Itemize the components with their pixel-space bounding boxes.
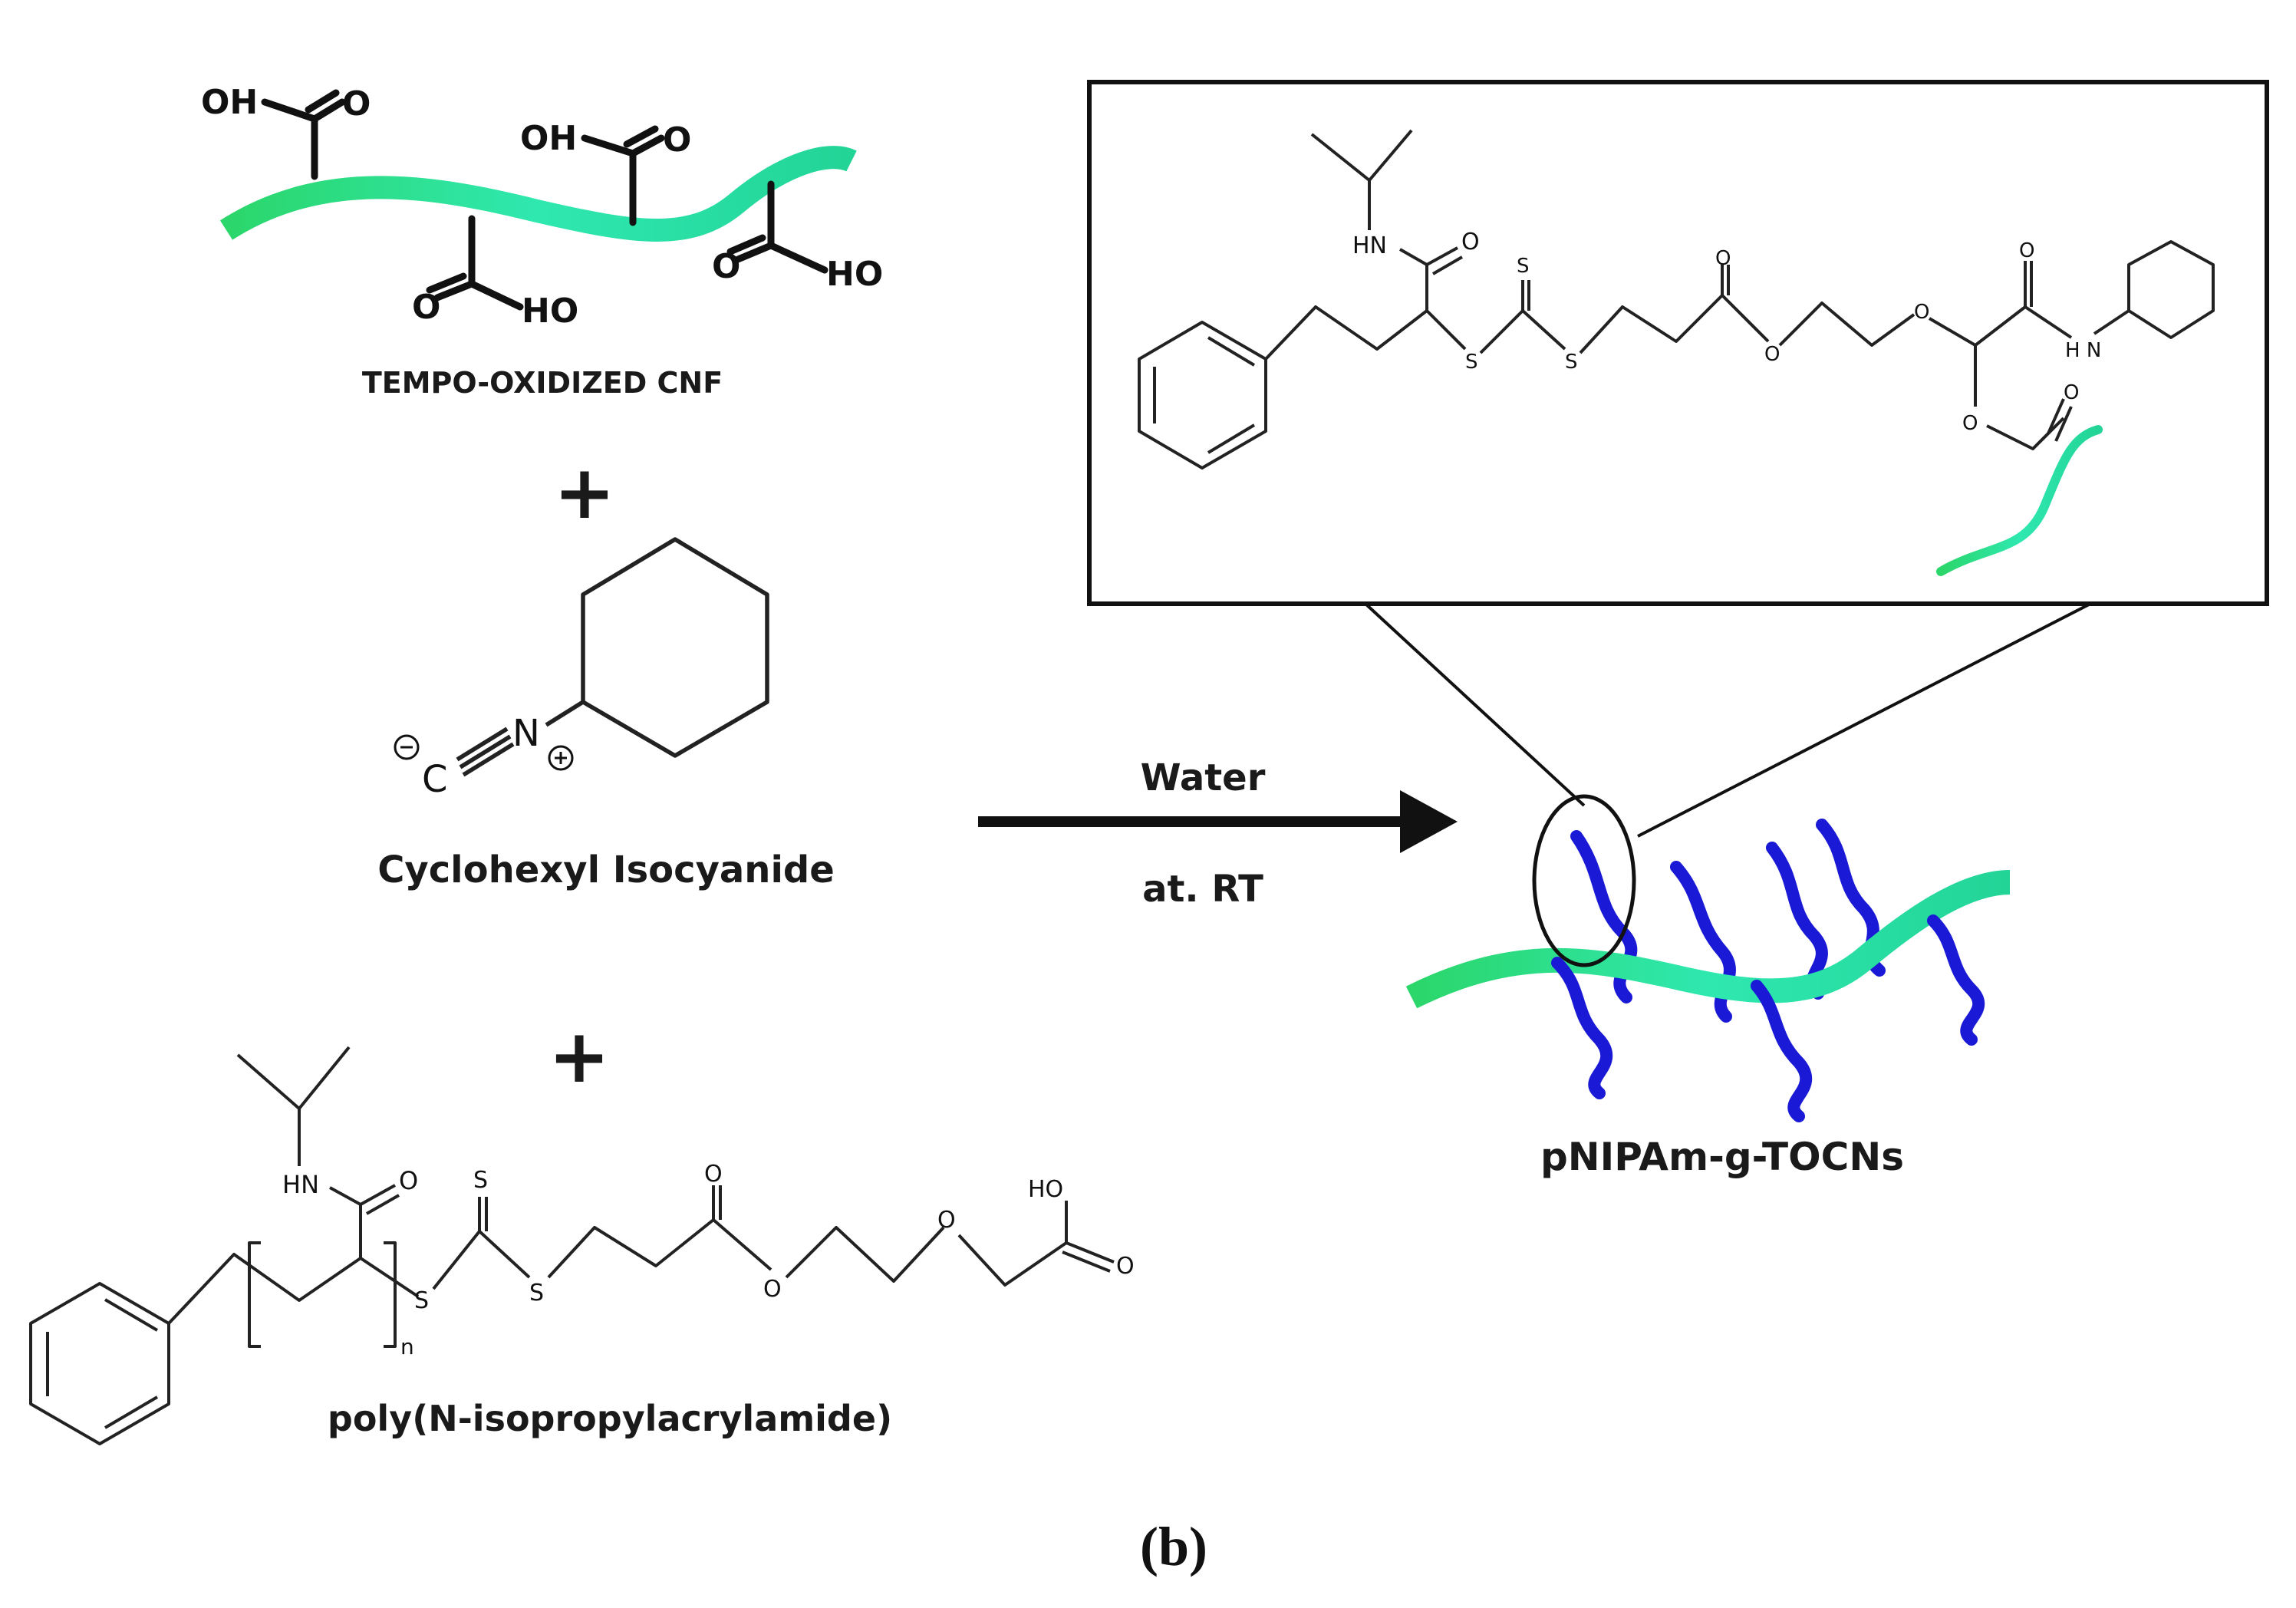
- grafted-chain: [1551, 957, 1613, 1099]
- svg-text:O: O: [663, 120, 691, 160]
- cyclohexyl-isocyanide-structure: N C Cyclohexyl Isocyanide: [377, 537, 835, 891]
- svg-text:N: N: [512, 712, 540, 755]
- svg-text:S: S: [1517, 255, 1530, 278]
- carboxyl-group: OH O: [201, 83, 371, 180]
- svg-text:S: S: [1565, 351, 1578, 374]
- svg-text:O: O: [412, 288, 440, 327]
- svg-text:HO: HO: [826, 255, 883, 294]
- grafted-chain: [1751, 980, 1813, 1122]
- svg-text:O: O: [712, 247, 740, 286]
- svg-text:HN: HN: [1352, 232, 1387, 259]
- carboxyl-group: O HO: [412, 215, 578, 331]
- svg-text:O: O: [1461, 229, 1480, 255]
- svg-text:C: C: [422, 758, 448, 801]
- svg-text:O: O: [342, 84, 371, 124]
- svg-text:HO: HO: [522, 292, 578, 331]
- svg-text:O: O: [1914, 301, 1929, 324]
- svg-text:O: O: [763, 1276, 782, 1303]
- svg-text:O: O: [1715, 247, 1731, 270]
- svg-text:H N: H N: [2065, 339, 2101, 362]
- svg-text:OH: OH: [201, 83, 258, 122]
- svg-text:O: O: [2019, 239, 2034, 262]
- svg-text:n: n: [400, 1334, 414, 1359]
- pnipam-structure: n O HN S S S O O O HO O poly(N-isopropyl…: [29, 1046, 1135, 1445]
- plus-sign: +: [548, 1013, 610, 1099]
- product-structure: pNIPAm-g-TOCNs: [1405, 794, 2011, 1179]
- zoom-connector: [1364, 602, 1586, 807]
- svg-text:O: O: [937, 1207, 956, 1234]
- svg-text:O: O: [704, 1161, 723, 1188]
- panel-label: (b): [1140, 1516, 1207, 1577]
- svg-text:O: O: [1764, 343, 1780, 366]
- cyclohexyl-isocyanide-label: Cyclohexyl Isocyanide: [377, 848, 835, 891]
- svg-text:O: O: [1116, 1253, 1135, 1280]
- plus-sign: +: [554, 450, 615, 535]
- zoom-connector: [1637, 602, 2091, 838]
- carboxyl-group: OH O: [520, 119, 691, 226]
- svg-text:HN: HN: [282, 1170, 319, 1199]
- tempo-cnf-structure: OH O OH O O HO O HO: [201, 83, 883, 400]
- svg-text:HO: HO: [1028, 1176, 1063, 1203]
- svg-text:S: S: [473, 1167, 488, 1194]
- condition-temperature: at. RT: [1142, 868, 1263, 911]
- zoom-inset: O HN S S S O O O O H N O O: [1087, 80, 2269, 606]
- reaction-arrow: Water at. RT: [978, 756, 1458, 911]
- svg-text:S: S: [414, 1287, 429, 1314]
- condition-solvent: Water: [1141, 756, 1266, 799]
- pnipam-label: poly(N-isopropylacrylamide): [328, 1398, 892, 1439]
- svg-text:O: O: [2064, 381, 2079, 404]
- svg-text:O: O: [399, 1166, 418, 1195]
- svg-text:S: S: [529, 1280, 544, 1306]
- svg-text:OH: OH: [520, 119, 577, 158]
- cellulose-fiber: [219, 146, 857, 242]
- fiber-segment: [1936, 425, 2103, 576]
- tempo-cnf-label: TEMPO-OXIDIZED CNF: [362, 366, 723, 400]
- grafted-chain: [1927, 914, 1985, 1046]
- grafted-chain: [1766, 842, 1828, 1000]
- carboxyl-group: O HO: [712, 180, 883, 294]
- svg-text:O: O: [1962, 412, 1978, 435]
- svg-text:S: S: [1465, 351, 1478, 374]
- zoom-ellipse: [1532, 794, 1636, 967]
- grafted-chain: [1670, 861, 1736, 1023]
- product-label: pNIPAm-g-TOCNs: [1540, 1135, 1904, 1179]
